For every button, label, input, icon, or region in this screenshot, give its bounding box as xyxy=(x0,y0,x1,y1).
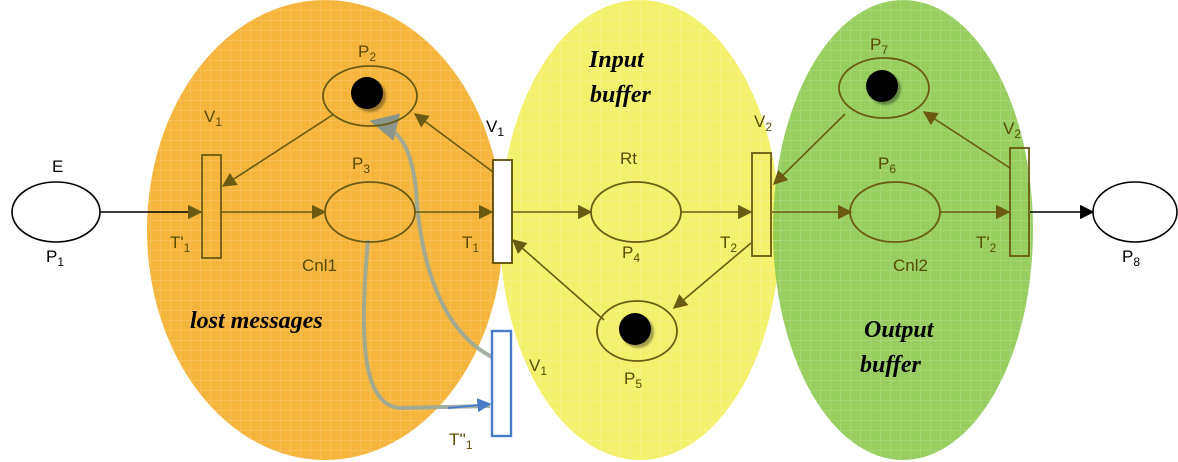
label-t1: T1 xyxy=(462,233,479,255)
token xyxy=(351,77,383,109)
token xyxy=(866,70,898,102)
place-p4 xyxy=(590,181,682,243)
label-p2: P2 xyxy=(358,42,376,64)
transition-t1-double-prime xyxy=(490,329,513,438)
place-p1 xyxy=(11,181,101,243)
token xyxy=(619,313,651,345)
label-p1-top: E xyxy=(52,157,63,176)
place-p6 xyxy=(849,181,941,243)
label-p6: P6 xyxy=(878,154,896,176)
transition-t2 xyxy=(751,152,772,257)
arc-t2p-p7 xyxy=(922,111,1011,169)
place-p8 xyxy=(1092,181,1178,243)
label-t1-guard: V1 xyxy=(486,117,504,139)
output-buffer-title-line1: Output xyxy=(864,317,935,343)
output-buffer-title-line2: buffer xyxy=(860,352,922,378)
label-rt: Rt xyxy=(620,149,637,168)
transition-t1 xyxy=(492,159,513,264)
arc-p2-t1p xyxy=(221,113,335,187)
input-buffer-title-line1: Input xyxy=(588,47,645,73)
label-p7: P7 xyxy=(870,35,888,57)
arc-p7-t2 xyxy=(772,113,846,186)
label-p5: P5 xyxy=(624,369,642,391)
label-t1-double-prime-guard: V1 xyxy=(529,356,547,378)
label-p4: P4 xyxy=(622,243,640,265)
feedback-path-from-p3 xyxy=(361,239,491,411)
input-buffer-title-line2: buffer xyxy=(590,82,652,108)
arc-p5-t1 xyxy=(511,239,605,321)
label-t1-prime-guard: V1 xyxy=(204,107,222,129)
label-t2-prime: T'2 xyxy=(976,233,997,255)
transition-t1-prime xyxy=(201,154,222,259)
label-t1-double-prime: T''1 xyxy=(449,430,473,452)
place-p2 xyxy=(322,65,418,127)
label-cnl1: Cnl1 xyxy=(302,256,337,275)
place-p7 xyxy=(838,57,930,119)
lost-messages-title: lost messages xyxy=(190,308,323,334)
label-cnl2: Cnl2 xyxy=(893,256,928,275)
place-p3 xyxy=(324,181,416,243)
place-p5 xyxy=(596,300,678,362)
arc-to-t1pp xyxy=(447,398,492,413)
label-p8: P8 xyxy=(1122,247,1140,269)
label-t2-guard: V2 xyxy=(754,112,772,134)
arc-t1-p2 xyxy=(413,113,494,173)
label-p1: P1 xyxy=(46,247,64,269)
label-t2: T2 xyxy=(720,233,737,255)
feedback-path-to-p2 xyxy=(369,113,493,359)
transition-t2-prime xyxy=(1009,147,1030,257)
label-t2-prime-guard: V2 xyxy=(1003,119,1021,141)
label-p3: P3 xyxy=(352,154,370,176)
label-t1-prime: T'1 xyxy=(170,233,191,255)
arc-t2-p5 xyxy=(672,242,752,309)
